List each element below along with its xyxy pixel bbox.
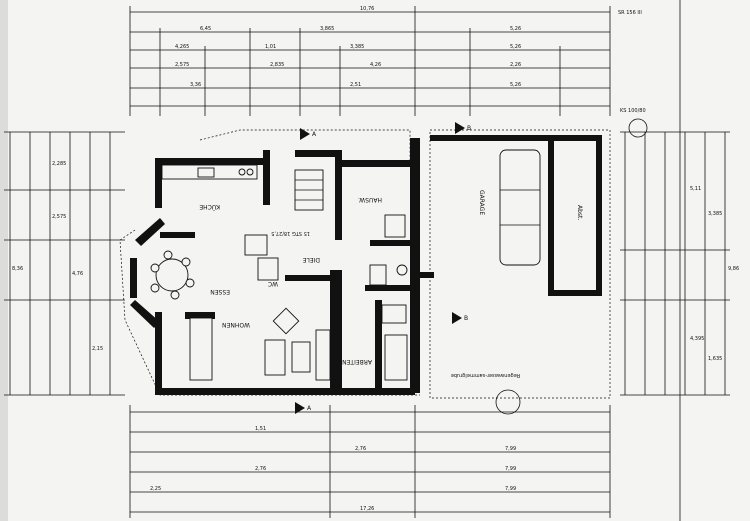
study-shelf-icon bbox=[384, 334, 408, 381]
section-arrow-icon bbox=[452, 312, 462, 324]
dim-top-row4-c: 4,26 bbox=[370, 62, 381, 68]
room-label-dining: ESSEN bbox=[210, 288, 230, 295]
dim-right-part-c: 3,385 bbox=[708, 211, 722, 217]
dim-top-row3-a: 4,265 bbox=[175, 44, 189, 50]
dim-top-row5-a: 3,36 bbox=[190, 82, 201, 88]
rain-tank-label: Regenwasser-sammelgrube bbox=[451, 372, 520, 378]
dim-bottom-row1-c: 7,99 bbox=[505, 446, 516, 452]
right-dimension-chains: 9,86 5,11 4,395 3,385 1,635 bbox=[620, 131, 739, 396]
chair-icon bbox=[150, 263, 160, 273]
dim-bottom-row1-a: 1,51 bbox=[255, 426, 266, 432]
stove-burner-icon bbox=[238, 168, 246, 176]
toilet-icon bbox=[369, 264, 387, 286]
dim-left-part-c: 4,76 bbox=[72, 271, 83, 277]
dim-right-part-b: 4,395 bbox=[690, 336, 704, 342]
washbasin-icon bbox=[396, 264, 408, 276]
room-label-utility: HAUSW. bbox=[358, 196, 382, 203]
study-desk-icon bbox=[381, 304, 407, 324]
section-arrow-icon bbox=[300, 128, 310, 140]
top-dimension-chains: 10,76 6,45 3,865 5,26 4,265 1,01 3,385 5… bbox=[129, 6, 611, 116]
wc-fixture-icon bbox=[257, 257, 279, 281]
dim-left-total: 8,36 bbox=[12, 266, 23, 272]
roof-outline-left bbox=[119, 229, 420, 396]
dim-top-row2-b: 3,865 bbox=[320, 26, 334, 32]
chair-icon bbox=[163, 250, 173, 260]
stairs-note: 15 STG 18/27,5 bbox=[271, 230, 310, 236]
room-label-kitchen: KÜCHE bbox=[199, 203, 220, 210]
chair-icon bbox=[150, 283, 160, 293]
garage-outline bbox=[429, 129, 611, 399]
chair-icon bbox=[181, 257, 191, 267]
section-b-bottom: B bbox=[464, 315, 468, 322]
house-walls bbox=[130, 138, 420, 395]
dim-top-row5-c: 5,26 bbox=[510, 82, 521, 88]
room-label-living: WOHNEN bbox=[222, 321, 250, 328]
sofa-icon bbox=[315, 329, 331, 381]
dim-top-row5-b: 2,51 bbox=[350, 82, 361, 88]
dim-right-total: 9,86 bbox=[728, 266, 739, 272]
garage-walls bbox=[420, 135, 602, 296]
dim-left-part-b: 2,575 bbox=[52, 214, 66, 220]
section-a-bottom: A bbox=[307, 405, 312, 412]
dining-table-icon bbox=[155, 258, 189, 292]
dim-top-row1: 10,76 bbox=[360, 6, 374, 12]
stair-steps bbox=[295, 179, 323, 201]
section-arrow-icon bbox=[455, 122, 465, 134]
car-icon bbox=[499, 149, 541, 266]
sheet-reference: SR 156 III bbox=[618, 10, 642, 16]
paper-edge-left bbox=[0, 0, 8, 521]
dim-top-row3-d: 5,26 bbox=[510, 44, 521, 50]
room-label-garage: GARAGE bbox=[478, 190, 485, 215]
north-marker-label: KS 100/80 bbox=[620, 108, 646, 114]
dim-bottom-row2-b: 7,99 bbox=[505, 466, 516, 472]
dim-top-row3-b: 1,01 bbox=[265, 44, 276, 50]
room-label-wc: WC bbox=[268, 280, 278, 287]
stove-burner-icon bbox=[246, 168, 254, 176]
living-cabinet bbox=[189, 317, 213, 381]
roof-outline-top bbox=[199, 129, 411, 160]
dim-top-row3-c: 3,385 bbox=[350, 44, 364, 50]
dim-right-part-d: 1,635 bbox=[708, 356, 722, 362]
dim-bottom-total: 17,26 bbox=[360, 506, 374, 512]
room-labels: KÜCHE WOHNEN ESSEN DIELE HAUSW. GARAGE A… bbox=[199, 190, 583, 378]
dim-top-row2-a: 6,45 bbox=[200, 26, 211, 32]
dim-bottom-row2-a: 2,76 bbox=[255, 466, 266, 472]
armchair-icon bbox=[291, 341, 311, 373]
dim-right-part-a: 5,11 bbox=[690, 186, 701, 192]
dim-top-row4-d: 2,26 bbox=[510, 62, 521, 68]
bottom-dimension-chains: 1,51 2,76 7,99 2,76 7,99 2,25 7,99 17,26 bbox=[129, 405, 611, 518]
room-label-study: ARBEITEN bbox=[342, 358, 372, 365]
left-dimension-chains: 8,36 2,285 2,575 4,76 2,15 bbox=[4, 131, 125, 396]
dim-left-part-a: 2,285 bbox=[52, 161, 66, 167]
section-a-top: A bbox=[312, 131, 317, 138]
room-label-shed: Abst. bbox=[576, 205, 583, 220]
dim-bottom-row3-a: 2,25 bbox=[150, 486, 161, 492]
chair-icon bbox=[170, 290, 180, 300]
section-markers: A A B B bbox=[295, 122, 471, 414]
sofa-icon bbox=[264, 339, 286, 376]
rain-tank-icon bbox=[495, 389, 521, 415]
section-b-top: B bbox=[467, 125, 471, 132]
chair-icon bbox=[185, 278, 195, 288]
side-table-icon bbox=[272, 307, 300, 335]
section-arrow-icon bbox=[295, 402, 305, 414]
dim-bottom-row1-b: 2,76 bbox=[355, 446, 366, 452]
dim-top-row2-c: 5,26 bbox=[510, 26, 521, 32]
utility-fixture bbox=[384, 214, 406, 238]
room-label-hall: DIELE bbox=[302, 256, 320, 263]
kitchen-sink-icon bbox=[197, 167, 215, 178]
furniture bbox=[150, 149, 541, 415]
dim-top-row4-a: 2,575 bbox=[175, 62, 189, 68]
dim-bottom-row3-b: 7,99 bbox=[505, 486, 516, 492]
dim-top-row4-b: 2,835 bbox=[270, 62, 284, 68]
dim-left-part-d: 2,15 bbox=[92, 346, 103, 352]
north-marker-icon bbox=[628, 118, 648, 138]
kitchen-island bbox=[244, 234, 268, 256]
